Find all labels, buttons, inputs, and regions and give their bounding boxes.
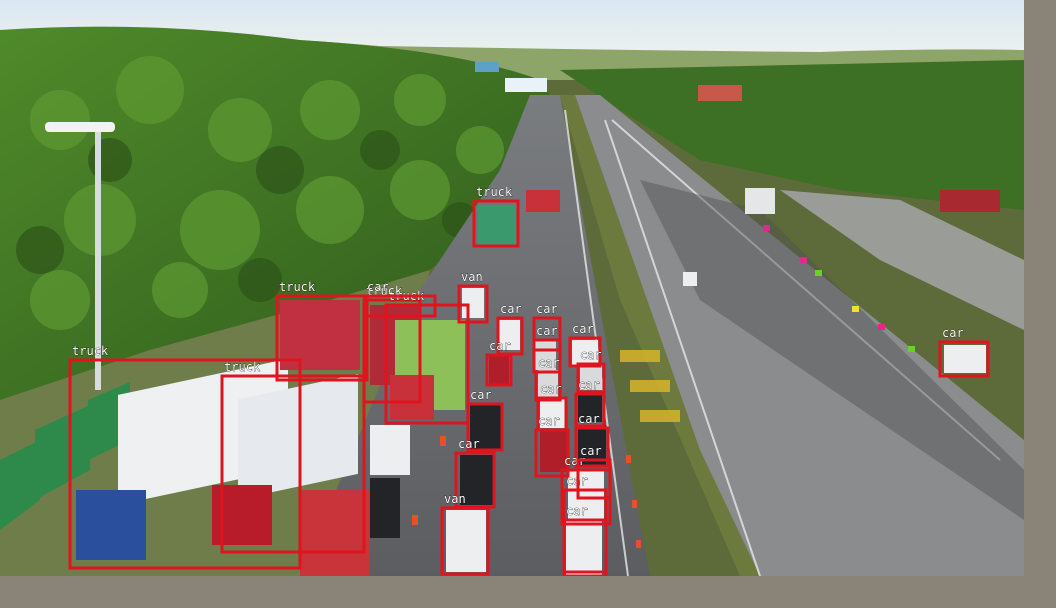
- detection-label: car: [470, 388, 492, 402]
- detection-box-truck: truck: [275, 280, 369, 382]
- detection-label: car: [540, 382, 562, 396]
- detection-rect: [574, 426, 610, 468]
- detection-rect: [576, 458, 612, 500]
- detection-label: car: [536, 302, 558, 316]
- detection-rect: [574, 392, 606, 428]
- detection-rect: [440, 506, 490, 576]
- detection-label: car: [536, 324, 558, 338]
- detection-label: car: [500, 302, 522, 316]
- detection-label: car: [566, 504, 588, 518]
- detection-rect: [466, 402, 504, 452]
- detection-box-truck: truck: [68, 344, 302, 570]
- detection-label: car: [538, 356, 560, 370]
- detection-label: car: [564, 454, 586, 468]
- detection-rect: [275, 294, 369, 382]
- detection-label: van: [461, 270, 483, 284]
- detection-rect: [534, 370, 562, 402]
- highway-toll-scene: [0, 0, 1024, 576]
- detection-box-car: car: [574, 412, 610, 468]
- detection-box-car: car: [576, 444, 612, 500]
- detection-label: van: [444, 492, 466, 506]
- detection-box-car: car: [562, 504, 608, 576]
- detection-label: car: [580, 444, 602, 458]
- detection-label: car: [367, 280, 389, 294]
- detection-rect: [384, 303, 470, 425]
- detection-label: car: [538, 414, 560, 428]
- detection-rect: [532, 316, 562, 352]
- detection-box-car: car: [466, 388, 504, 452]
- detection-label: truck: [72, 344, 109, 358]
- detection-rect: [568, 336, 602, 368]
- detection-label: truck: [279, 280, 316, 294]
- detection-label: car: [942, 326, 964, 340]
- detection-box-car: car: [485, 339, 513, 387]
- detection-rect: [562, 488, 608, 574]
- detection-rect: [362, 298, 422, 404]
- detection-box-car: car: [534, 414, 570, 478]
- detection-box-car: car: [574, 378, 606, 428]
- detection-rect: [534, 428, 570, 478]
- detection-rect: [363, 294, 437, 318]
- detection-rect: [562, 518, 608, 576]
- detection-rect: [938, 340, 990, 378]
- detection-label: car: [578, 412, 600, 426]
- detection-rect: [220, 374, 366, 554]
- detection-box-van: van: [457, 270, 489, 324]
- detection-box-truck: truck: [220, 360, 366, 554]
- detection-box-truck: truck: [384, 289, 470, 425]
- detection-label: car: [489, 339, 511, 353]
- detection-label: car: [458, 437, 480, 451]
- detection-box-car: car: [568, 322, 602, 368]
- detection-rect: [485, 353, 513, 387]
- detection-box-car: car: [938, 326, 990, 378]
- detection-box-truck: truck: [472, 185, 520, 248]
- detection-rect: [472, 199, 520, 248]
- detection-box-car: car: [532, 302, 562, 352]
- detection-box-car: car: [576, 348, 606, 394]
- detection-label: truck: [224, 360, 261, 374]
- detection-label: car: [578, 378, 600, 392]
- detection-box-van: van: [440, 492, 490, 576]
- detection-label: car: [580, 348, 602, 362]
- detection-label: car: [572, 322, 594, 336]
- detection-rect: [576, 362, 606, 394]
- detection-box-car: car: [534, 356, 562, 402]
- detection-box-car: car: [363, 280, 437, 318]
- detection-label: truck: [476, 185, 513, 199]
- detection-rect: [68, 358, 302, 570]
